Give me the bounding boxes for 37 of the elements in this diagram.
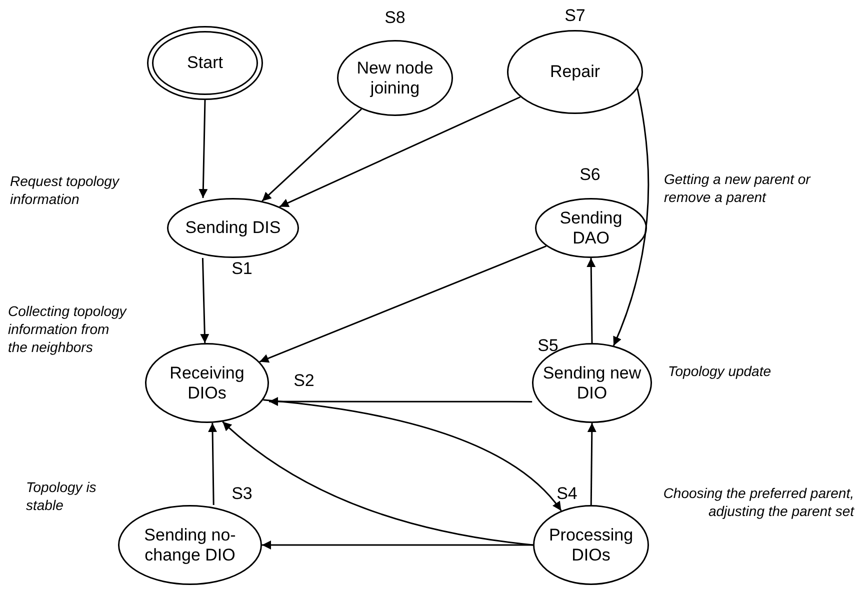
state-label: Sending new DIO xyxy=(542,363,642,403)
transition-arrow xyxy=(200,258,210,344)
transition-arrow xyxy=(208,422,218,506)
state-id: S7 xyxy=(564,6,586,26)
annotation: Collecting topology information from the neighbors xyxy=(8,302,128,357)
transition-arrow xyxy=(198,100,208,198)
state-id: S4 xyxy=(556,484,578,504)
state-label: Receiving DIOs xyxy=(168,363,246,403)
state-label: New node joining xyxy=(356,58,434,98)
state-label: Sending DIS xyxy=(184,218,282,238)
state-id: S6 xyxy=(578,165,602,185)
annotation: Topology is stable xyxy=(26,478,98,514)
transition-arrow xyxy=(259,245,547,363)
transition-arrow xyxy=(262,540,533,550)
state-id: S3 xyxy=(230,484,254,504)
transition-arrow xyxy=(262,108,362,202)
state-label: Repair xyxy=(548,62,602,82)
state-id: S2 xyxy=(292,371,316,391)
transition-arrow xyxy=(587,423,596,505)
transition-arrow xyxy=(586,258,596,344)
state-label: Processing DIOs xyxy=(548,525,634,565)
annotation: Choosing the preferred parent, adjusting the parent set xyxy=(662,484,854,520)
annotation: Request topology information xyxy=(10,172,120,208)
state-label: Sending no-change DIO xyxy=(143,525,237,565)
transition-arrow xyxy=(269,397,532,406)
state-id: S8 xyxy=(384,8,406,28)
transition-arrow xyxy=(279,96,521,208)
annotation: Topology update xyxy=(668,362,772,380)
state-ellipse xyxy=(147,26,263,100)
transition-arrow xyxy=(222,421,534,546)
state-id: S5 xyxy=(536,336,560,356)
transition-arrow xyxy=(612,88,650,346)
annotation: Getting a new parent or remove a parent xyxy=(664,170,812,206)
transition-arrow xyxy=(263,399,562,512)
state-id: S1 xyxy=(230,259,254,279)
state-label: Sending DAO xyxy=(558,208,624,248)
state-label: Start xyxy=(186,53,224,73)
